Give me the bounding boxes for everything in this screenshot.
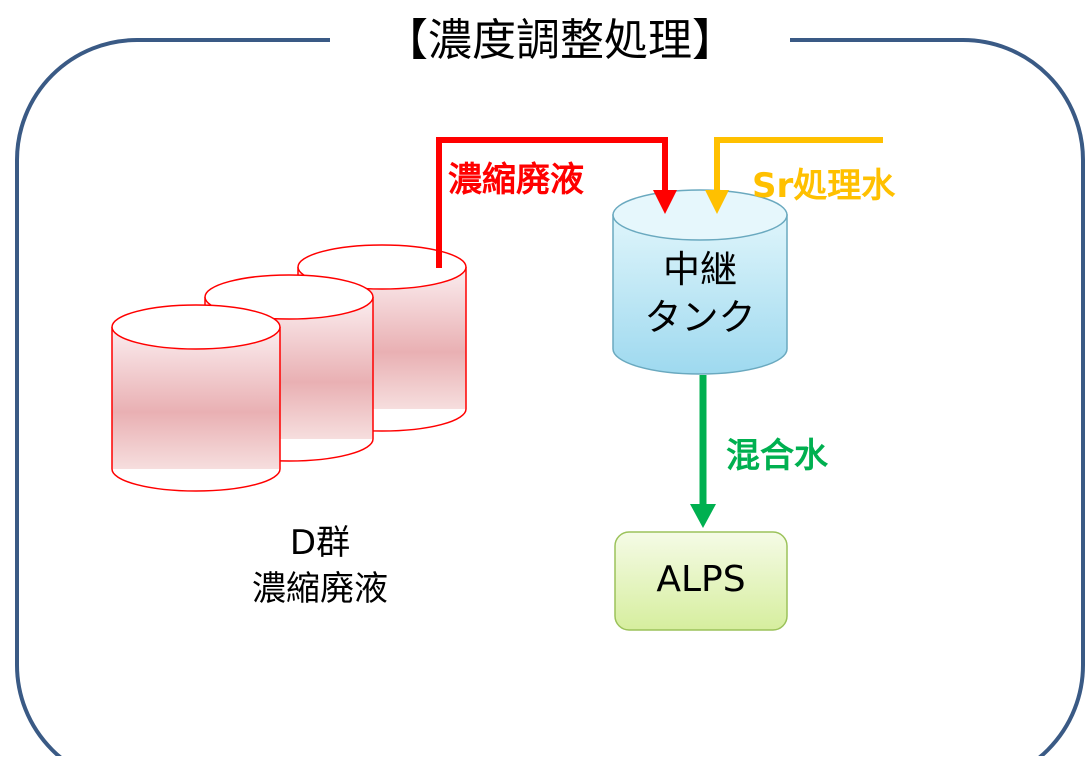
storage-tanks-label: D群 濃縮廃液 — [200, 520, 440, 612]
mixed-water-arrow — [690, 375, 716, 528]
alps-label: ALPS — [656, 559, 746, 600]
relay-tank — [612, 189, 788, 375]
storage-tanks-label-line2: 濃縮廃液 — [252, 569, 388, 609]
alps-box — [614, 531, 788, 631]
diagram-title: 【濃度調整処理】 — [330, 6, 790, 76]
concentrated-waste-label: 濃縮廃液 — [448, 160, 584, 200]
storage-tanks-label-line1: D群 — [289, 523, 351, 563]
concentrated-waste-arrow — [436, 137, 677, 268]
relay-tank-label-line1: 中継 — [663, 248, 737, 291]
relay-tank-label: 中継 タンク — [613, 246, 787, 342]
relay-tank-label-line2: タンク — [644, 296, 756, 339]
sr-treated-water-label: Sr処理水 — [752, 166, 896, 206]
sr-water-arrow — [705, 137, 883, 214]
storage-tank-front — [111, 304, 281, 492]
mixed-water-label: 混合水 — [726, 436, 828, 476]
